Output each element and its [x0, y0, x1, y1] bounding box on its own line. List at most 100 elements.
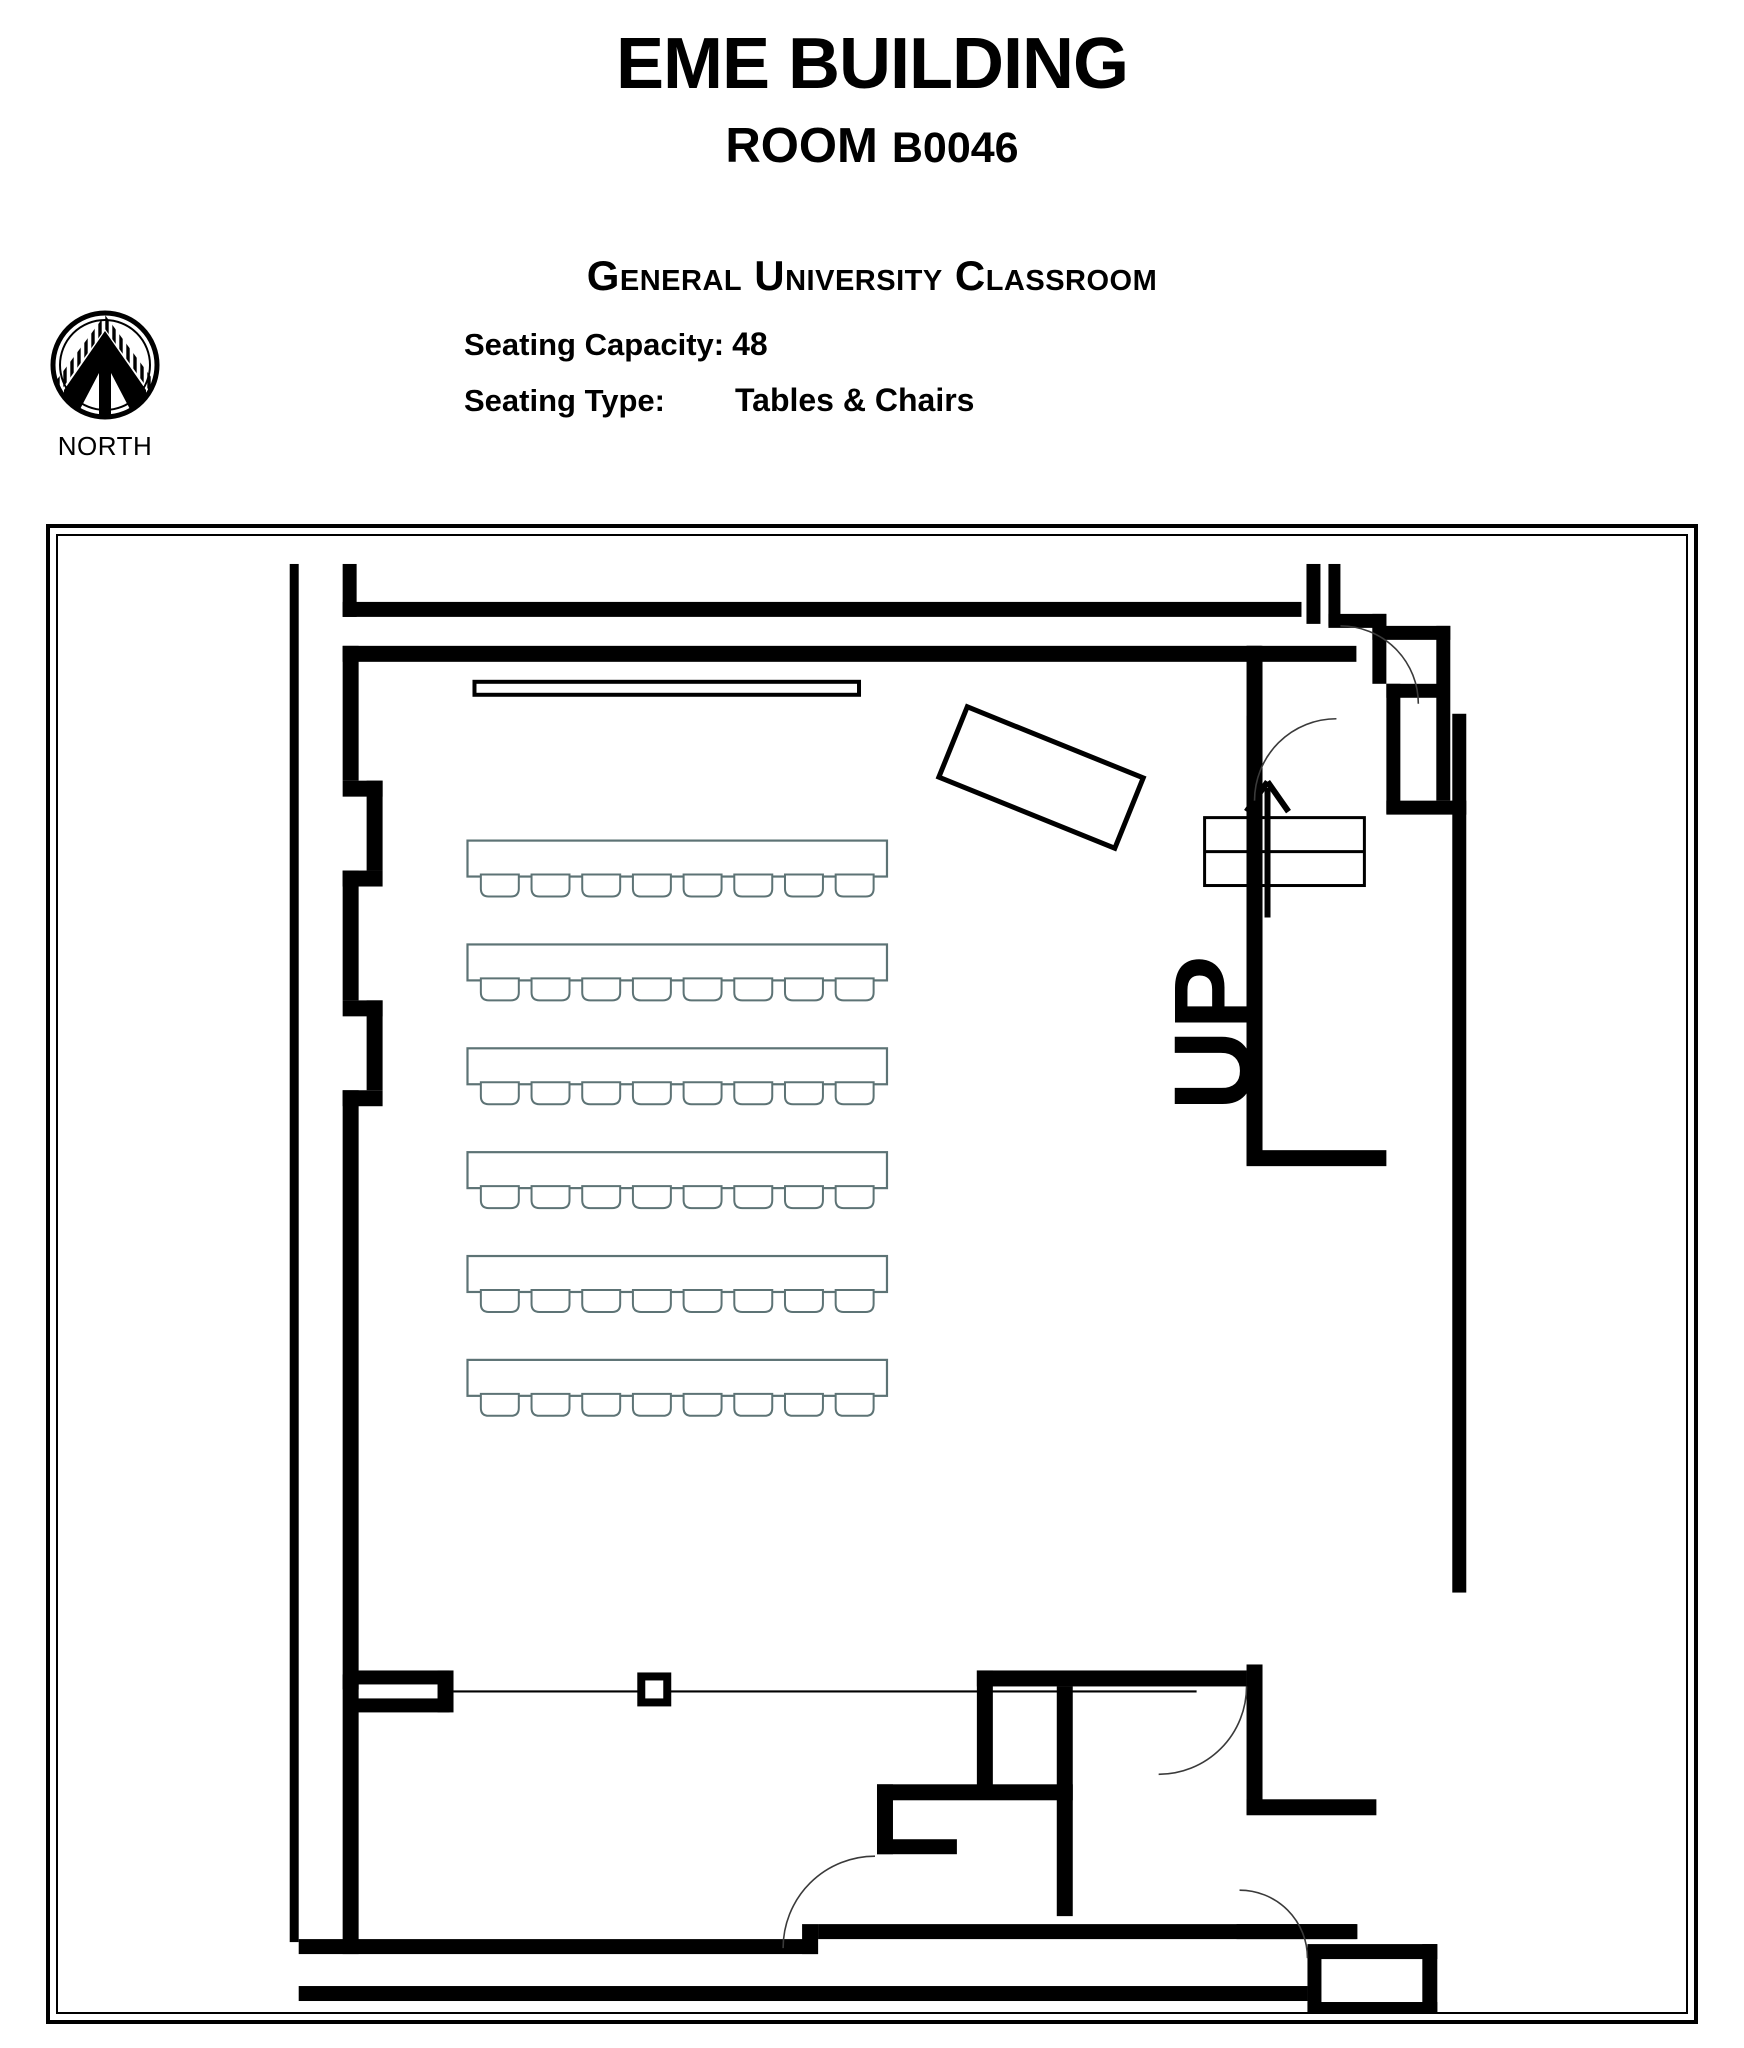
chair-seat [733, 1185, 774, 1210]
table [466, 943, 889, 982]
door-arc-classroom-exit [1158, 1686, 1248, 1776]
chair [834, 1288, 875, 1313]
chair-seat [733, 1081, 774, 1106]
chair [530, 873, 571, 898]
chair [682, 1392, 723, 1417]
chair-seat [682, 1288, 723, 1313]
chair [682, 873, 723, 898]
chair [581, 1185, 622, 1210]
chair-seat [834, 1185, 875, 1210]
north-compass: NORTH [45, 305, 185, 465]
seating-type-label: Seating Type: [464, 383, 665, 418]
table [466, 839, 889, 878]
door-swing-arcs [782, 625, 1420, 1959]
chair [631, 1392, 672, 1417]
chair-seat [733, 977, 774, 1002]
chair [479, 873, 520, 898]
chair-seat [733, 1392, 774, 1417]
seating-area [466, 839, 889, 1417]
chair-seat [581, 1288, 622, 1313]
table [466, 1151, 889, 1190]
table-row [466, 1254, 889, 1313]
chair-seat [581, 1185, 622, 1210]
chair [530, 977, 571, 1002]
wall-stairwell-and-shafts [1246, 563, 1467, 1593]
chair-seat [783, 1081, 824, 1106]
chair [530, 1392, 571, 1417]
chair-seat [783, 1288, 824, 1313]
room-number: B0046 [891, 124, 1019, 172]
table [466, 1254, 889, 1294]
floorplan-drawing: UP [289, 563, 1467, 2012]
seating-type-value: Tables & Chairs [734, 382, 975, 418]
chair-seat [479, 977, 520, 1002]
chair-seat [530, 977, 571, 1002]
chair [479, 1081, 520, 1106]
chair [581, 873, 622, 898]
seating-type-line: Seating Type: Tables & Chairs [464, 384, 974, 416]
chair [479, 1392, 520, 1417]
chair [479, 1288, 520, 1313]
chair [834, 1185, 875, 1210]
chair [783, 977, 824, 1002]
chair-seat [479, 873, 520, 898]
chair [834, 1392, 875, 1417]
chair-seat [682, 1081, 723, 1106]
table-row [466, 1047, 889, 1106]
chair-seat [834, 873, 875, 898]
chair [733, 1392, 774, 1417]
chair-seat [733, 873, 774, 898]
chair-seat [479, 1288, 520, 1313]
chair-seat [834, 1392, 875, 1417]
chair [530, 1288, 571, 1313]
chair-seat [479, 1392, 520, 1417]
chair-seat [631, 1081, 672, 1106]
wall-bottom-outer [298, 1924, 1438, 2012]
chair-seat [783, 1392, 824, 1417]
classroom-type-heading: General University Classroom [586, 252, 1158, 299]
chair-seat [682, 1185, 723, 1210]
chair-seat [733, 1288, 774, 1313]
wall-top-corridor [342, 563, 1302, 617]
chair-seat [530, 1392, 571, 1417]
chair-seat [682, 873, 723, 898]
chair [479, 1185, 520, 1210]
chair-seat [581, 1392, 622, 1417]
table-row [466, 1151, 889, 1210]
wall-bottom-partition [357, 1670, 1247, 1917]
chair-seat [783, 977, 824, 1002]
chair [581, 1288, 622, 1313]
seating-capacity-value: 48 [732, 326, 768, 362]
chair [631, 873, 672, 898]
chair [783, 873, 824, 898]
chair [631, 1081, 672, 1106]
chair-seat [783, 873, 824, 898]
building-title: EME BUILDING [615, 24, 1129, 104]
chair-seat [631, 1288, 672, 1313]
door-arc-top-right [1340, 625, 1420, 704]
chair [682, 1081, 723, 1106]
chair-seat [530, 1288, 571, 1313]
chair-seat [479, 1185, 520, 1210]
chair-seat [581, 977, 622, 1002]
chair-seat [834, 1288, 875, 1313]
chair [479, 977, 520, 1002]
chair [834, 977, 875, 1002]
floorplan-frame: UP [46, 524, 1698, 2024]
door-arc-bottom-right [1239, 1889, 1309, 1959]
chair [783, 1288, 824, 1313]
chair [682, 977, 723, 1002]
chair [631, 1288, 672, 1313]
chair [783, 1392, 824, 1417]
stairs-up-label: UP [1151, 955, 1276, 1110]
door-arc-stair-lobby [1253, 717, 1337, 801]
chair-seat [682, 977, 723, 1002]
chair [733, 1288, 774, 1313]
chair-seat [479, 1081, 520, 1106]
compass-label: NORTH [57, 431, 153, 461]
chair-seat [530, 1185, 571, 1210]
chair-seat [682, 1392, 723, 1417]
chair [834, 1081, 875, 1106]
chair [733, 977, 774, 1002]
